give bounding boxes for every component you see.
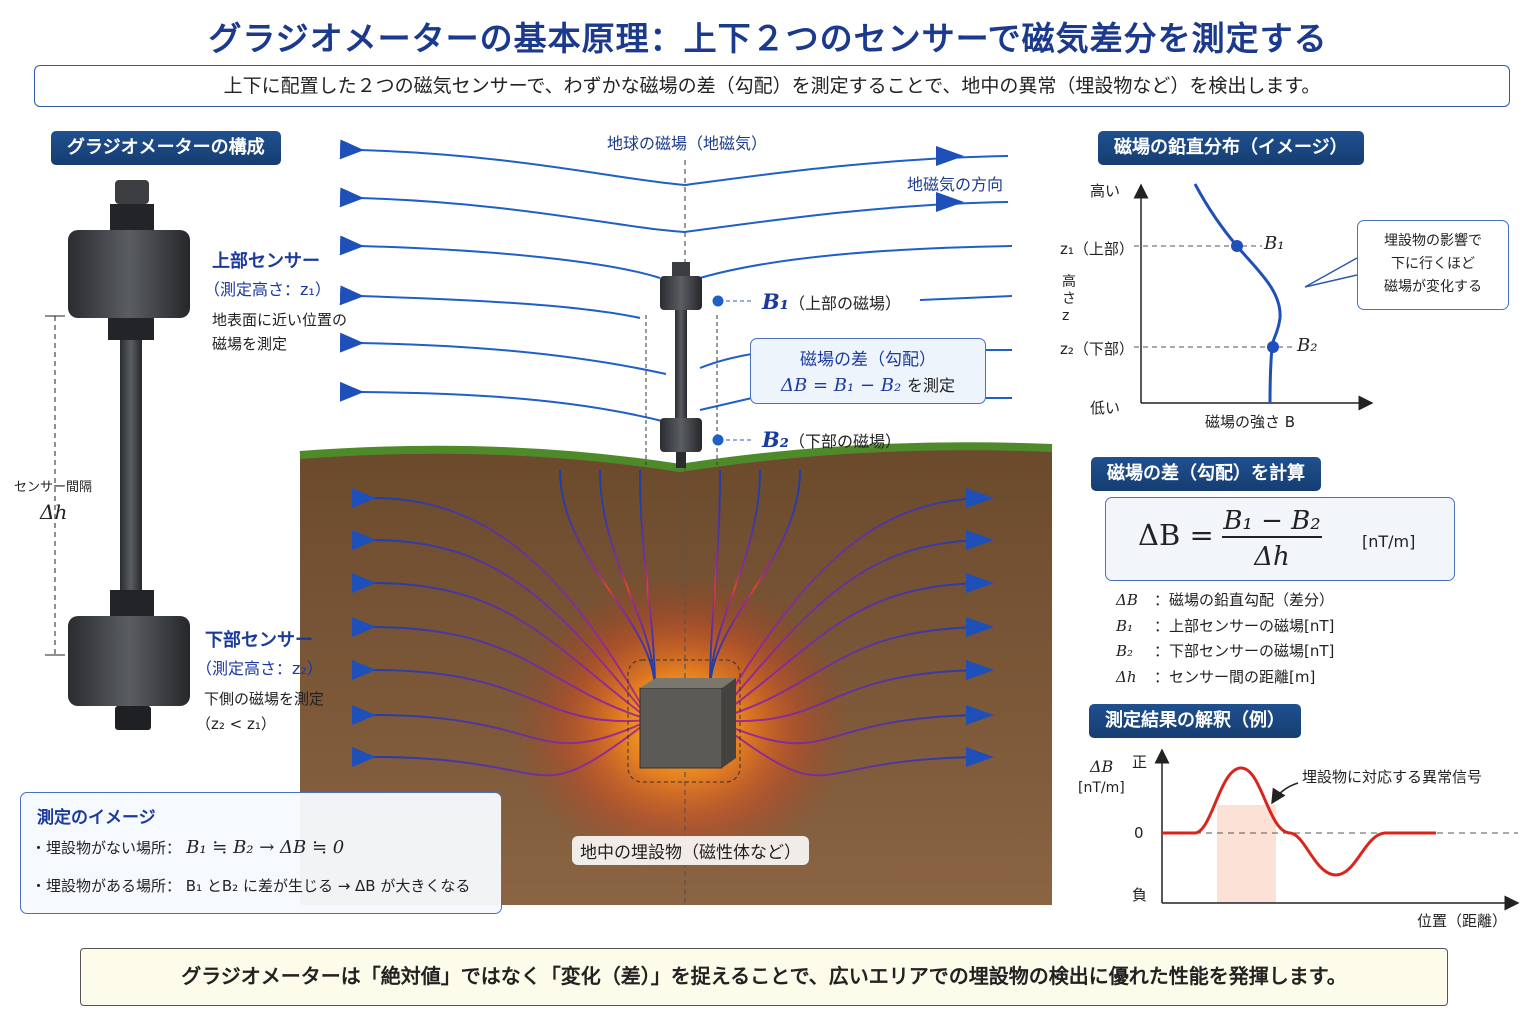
b1-dot <box>1231 240 1243 252</box>
left-gradiometer-device <box>68 180 190 730</box>
center-gradiometer <box>660 262 702 468</box>
formula-box: ΔB = B₁ − B₂ Δh [nT/m] <box>1105 497 1455 581</box>
spacing-label: センサー間隔 <box>14 480 93 495</box>
underground-field-lines <box>372 469 990 775</box>
section-header-result: 測定結果の解釈（例） <box>1089 704 1301 738</box>
field-profile-curve <box>1193 183 1282 404</box>
underground-field-line <box>709 469 801 691</box>
axis-low-label: 低い <box>1090 399 1121 417</box>
upper-sensor-height: （測定高さ：z₁） <box>204 280 331 299</box>
earth-field-lines <box>360 139 1013 423</box>
buried-object-label: 地中の埋設物（磁性体など） <box>572 836 809 865</box>
b2-dot <box>1267 341 1279 353</box>
b2-point <box>712 434 724 446</box>
upper-sensor-desc: 地表面に近い位置の <box>212 311 348 329</box>
measurement-image-box: 測定のイメージ ・埋設物がない場所： B₁ ≒ B₂ → ΔB ≒ 0 ・埋設物… <box>20 792 502 914</box>
underground-field-line <box>559 469 656 691</box>
subtitle-box: 上下に配置した２つの磁気センサーで、わずかな磁場の差（勾配）を測定することで、地… <box>34 65 1510 107</box>
positive-label: 正 <box>1132 753 1148 771</box>
result-ylabel: ΔB <box>1090 757 1114 776</box>
b2-label: B₂（下部の磁場） <box>762 427 901 452</box>
difference-box: 磁場の差（勾配） ΔB = B₁ − B₂ を測定 <box>750 338 986 404</box>
underground-field-line <box>709 469 721 691</box>
section-header-calc: 磁場の差（勾配）を計算 <box>1091 457 1321 491</box>
section-header-vertical: 磁場の鉛直分布（イメージ） <box>1098 131 1364 165</box>
chart-b2-label: B₂ <box>1297 335 1318 356</box>
b1-label: B₁（上部の磁場） <box>762 289 901 314</box>
vertical-distribution-chart <box>1133 183 1374 411</box>
zero-label: 0 <box>1134 824 1144 842</box>
signal-curve <box>1162 766 1436 877</box>
axis-high-label: 高い <box>1090 182 1121 200</box>
annotation-arrow <box>1271 782 1299 805</box>
section-header-composition: グラジオメーターの構成 <box>51 131 281 165</box>
lower-sensor-desc: 下側の磁場を測定 <box>204 690 325 708</box>
formula-definitions: ΔB：磁場の鉛直勾配（差分） B₁：上部センサーの磁場[nT] B₂：下部センサ… <box>1116 591 1335 686</box>
anomaly-annotation: 埋設物に対応する異常信号 <box>1302 768 1483 786</box>
buried-object <box>639 687 723 769</box>
lower-sensor-label: 下部センサー <box>205 630 313 651</box>
field-direction-label: 地磁気の方向 <box>907 175 1004 194</box>
underground-field-line <box>639 469 656 691</box>
negative-label: 負 <box>1132 886 1148 904</box>
underground-field-line <box>709 469 761 691</box>
result-chart <box>1154 748 1520 911</box>
underground-field-line <box>372 719 990 775</box>
z2-label: z₂（下部） <box>1060 340 1134 358</box>
result-yunit: [nT/m] <box>1078 780 1125 796</box>
underground-field-line <box>599 469 656 691</box>
influence-callout: 埋設物の影響で 下に行くほど 磁場が変化する <box>1357 220 1509 310</box>
b1-point <box>712 295 724 307</box>
earth-field-label: 地球の磁場（地磁気） <box>607 134 768 153</box>
anomaly-highlight <box>1217 805 1276 903</box>
upper-sensor-desc2: 磁場を測定 <box>212 335 288 353</box>
upper-sensor-label: 上部センサー <box>212 251 320 272</box>
spacing-symbol: Δh <box>40 500 68 524</box>
chart-b1-label: B₁ <box>1264 233 1285 254</box>
lower-sensor-condition: （z₂ < z₁） <box>196 715 276 733</box>
footer-summary: グラジオメーターは「絶対値」ではなく「変化（差）」を捉えることで、広いエリアでの… <box>80 948 1448 1006</box>
position-axis-label: 位置（距離） <box>1417 912 1508 930</box>
z1-label: z₁（上部） <box>1060 240 1134 258</box>
lower-sensor-height: （測定高さ：z₂） <box>196 659 323 678</box>
page-title: グラジオメーターの基本原理：上下２つのセンサーで磁気差分を測定する <box>208 19 1328 58</box>
height-axis-label: 高さz <box>1062 274 1076 324</box>
strength-axis-label: 磁場の強さ B <box>1205 413 1296 431</box>
buried-object-outline <box>627 659 741 783</box>
